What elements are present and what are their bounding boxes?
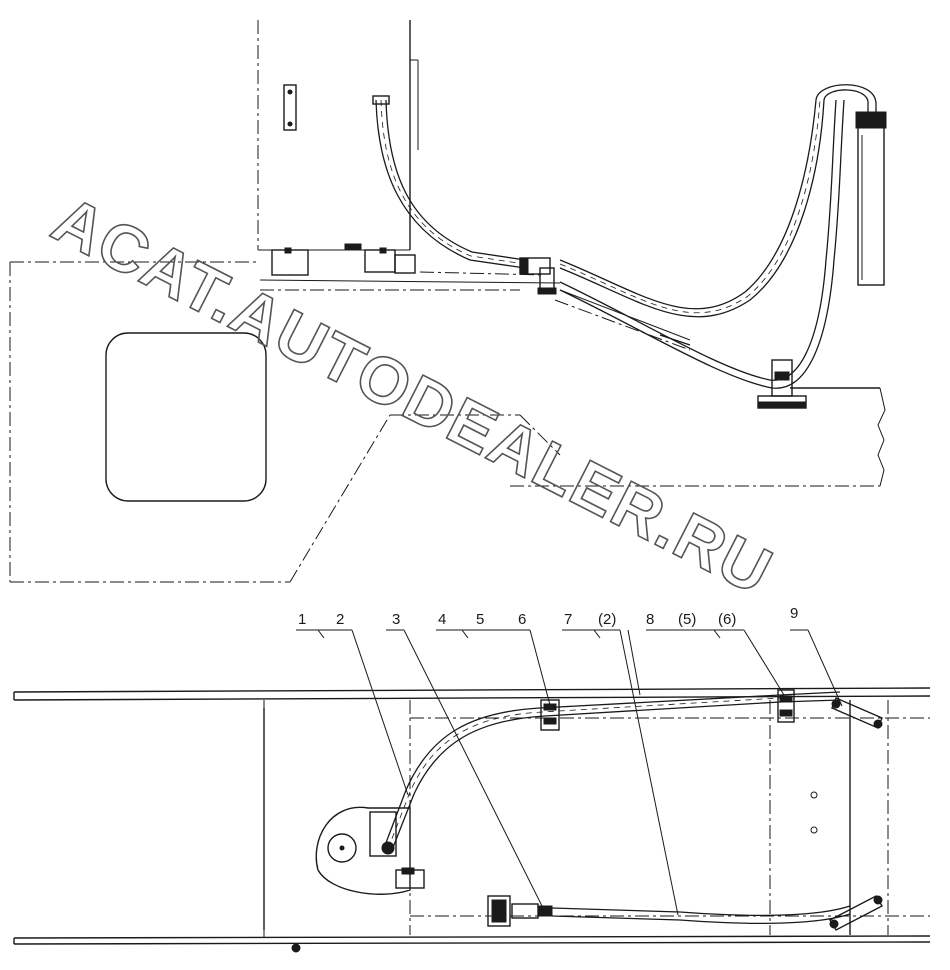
hose-to-bracket xyxy=(559,99,845,389)
callout-6: 6 xyxy=(518,611,526,628)
callout-6-ref: (6) xyxy=(718,611,736,628)
tank-body xyxy=(257,20,419,276)
callout-5-ref: (5) xyxy=(678,611,696,628)
callout-5: 5 xyxy=(476,611,484,628)
watermark-text: ACAT.AUTODEALER.RU xyxy=(42,182,785,609)
clamp-6b xyxy=(777,689,795,723)
bottom-view: 1 2 3 4 5 6 7 (2) 8 (5) (6) 9 xyxy=(13,605,931,953)
callout-2: 2 xyxy=(336,611,344,628)
hose-clamp xyxy=(519,257,557,295)
lift-cylinder xyxy=(855,111,887,286)
hose-to-tank xyxy=(372,95,526,269)
leader-lines xyxy=(296,629,843,916)
callout-9: 9 xyxy=(790,605,798,622)
frame-rails xyxy=(13,687,931,953)
callout-1: 1 xyxy=(298,611,306,628)
callout-4: 4 xyxy=(438,611,446,628)
top-view xyxy=(9,20,887,583)
tank-outlet xyxy=(315,806,425,895)
callout-7: 7 xyxy=(564,611,572,628)
callout-2-ref: (2) xyxy=(598,611,616,628)
callout-labels: 1 2 3 4 5 6 7 (2) 8 (5) (6) 9 xyxy=(298,605,798,628)
callout-8: 8 xyxy=(646,611,654,628)
hose-upper-run xyxy=(383,691,841,851)
cylinder-link-lower xyxy=(829,895,883,931)
callout-3: 3 xyxy=(392,611,400,628)
hose-lower-run xyxy=(487,895,851,927)
mount-bracket xyxy=(757,359,807,409)
cylinder-link-upper xyxy=(831,697,883,729)
hose-to-cylinder xyxy=(559,84,877,318)
